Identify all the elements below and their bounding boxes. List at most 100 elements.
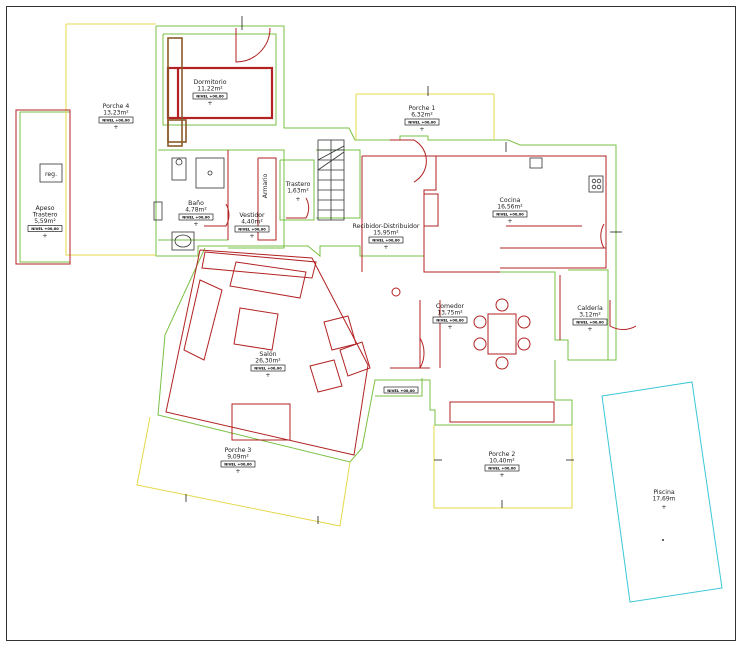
room-name-dormitorio: Dormitorio — [194, 79, 227, 86]
nivel-text-caldera: NIVEL +00,00 — [576, 321, 604, 325]
level-cross-recibidor: + — [383, 244, 388, 251]
room-area-porche4: 13,23m² — [103, 110, 129, 117]
room-name-apeo-1: Trastero — [32, 212, 58, 219]
nivel-text-apeo: NIVEL +00,00 — [31, 227, 59, 231]
doors — [204, 27, 637, 369]
level-cross-porche3: + — [235, 468, 240, 475]
room-name-recibidor: Recibidor-Distribuidor — [353, 223, 420, 230]
nivel-text-salon: NIVEL +00,00 — [254, 367, 282, 371]
room-porche4: Porche 413,23m² NIVEL +00,00+ — [98, 103, 134, 131]
level-cross-caldera: + — [587, 326, 592, 333]
room-porche2: Porche 210,40m² NIVEL +00,00+ — [484, 451, 520, 479]
nivel-tag-dormitorio — [192, 92, 228, 100]
nivel-text-recibidor: NIVEL +00,00 — [372, 239, 400, 243]
nivel-tag-comedor — [432, 316, 468, 324]
nivel-text-dormitorio: NIVEL +00,00 — [196, 95, 224, 99]
level-cross-bano: + — [193, 221, 198, 228]
nivel-tag-apeo — [27, 225, 63, 232]
pool — [601, 381, 723, 603]
room-name-trastero: Trastero — [285, 181, 311, 188]
nivel-tag-porche1 — [404, 118, 440, 126]
room-name-porche2: Porche 2 — [489, 451, 516, 458]
living-furniture — [183, 251, 371, 393]
room-area-comedor: 13,75m² — [437, 310, 463, 317]
room-area-caldera: 3,12m² — [579, 312, 601, 319]
level-cross-piscina: + — [661, 504, 666, 511]
nivel-text-porche1: NIVEL +00,00 — [408, 121, 436, 125]
interior-walls — [15, 109, 607, 456]
room-area-trastero: 1,63m² — [287, 188, 309, 195]
registro-label: reg. — [45, 171, 57, 178]
nivel-tag-bano — [178, 213, 214, 221]
level-cross-porche2: + — [499, 472, 504, 479]
room-name-comedor: Comedor — [436, 303, 465, 310]
room-name-cocina: Cocina — [500, 197, 521, 204]
nivel-text-comedor: NIVEL +00,00 — [436, 319, 464, 323]
room-area-porche3: 9,09m² — [227, 454, 249, 461]
bed — [166, 37, 274, 147]
entrance-nivel-tag: NIVEL +00,00 — [383, 386, 419, 394]
level-cross-porche1: + — [419, 126, 424, 133]
exterior-walls — [19, 25, 617, 463]
nivel-tag-caldera — [572, 318, 608, 326]
room-name-bano: Baño — [188, 200, 204, 207]
dining-table — [391, 287, 531, 370]
level-cross-comedor: + — [447, 324, 452, 331]
room-area-apeo: 5,59m² — [34, 218, 56, 225]
level-cross-salon: + — [265, 372, 270, 379]
armario-label: Armario — [262, 174, 269, 199]
room-name-vestidor: Vestidor — [239, 212, 265, 219]
level-cross-vestidor: + — [249, 233, 254, 240]
room-area-salon: 26,30m² — [255, 358, 281, 365]
room-area-porche2: 10,40m² — [489, 458, 515, 465]
nivel-tag-porche2 — [484, 464, 520, 472]
room-area-recibidor: 15,95m² — [373, 230, 399, 237]
nivel-tag-vestidor — [234, 225, 270, 233]
nivel-text-cocina: NIVEL +00,00 — [496, 213, 524, 217]
kitchen-fixtures — [529, 157, 604, 193]
nivel-text-vestidor: NIVEL +00,00 — [238, 228, 266, 232]
room-area-cocina: 16,56m² — [497, 204, 523, 211]
room-area-dormitorio: 11,22m² — [197, 86, 223, 93]
nivel-tag-porche3 — [220, 460, 256, 468]
level-cross-apeo: + — [42, 233, 47, 240]
nivel-text-porche2: NIVEL +00,00 — [488, 467, 516, 471]
room-area-vestidor: 4,40m² — [241, 219, 263, 226]
room-area-bano: 4,78m² — [185, 207, 207, 214]
nivel-text-bano: NIVEL +00,00 — [182, 216, 210, 220]
nivel-tag-salon — [250, 364, 286, 372]
room-area-piscina: 17,69m — [652, 496, 675, 503]
registro-box — [39, 163, 63, 183]
drawing-frame — [6, 6, 736, 641]
level-cross-porche4: + — [113, 124, 118, 131]
porch-edges — [65, 23, 573, 527]
svg-text:NIVEL +00,00: NIVEL +00,00 — [387, 389, 415, 393]
nivel-tag-recibidor — [368, 236, 404, 244]
level-cross-trastero: + — [295, 196, 300, 203]
room-name-caldera: Caldería — [577, 304, 603, 312]
room-name-porche4: Porche 4 — [103, 103, 130, 110]
room-area-porche1: 6,32m² — [411, 112, 433, 119]
stairs — [317, 139, 345, 221]
room-name-apeo-0: Apeso — [36, 205, 55, 212]
nivel-tag-cocina — [492, 210, 528, 218]
room-name-porche3: Porche 3 — [225, 447, 252, 454]
nivel-text-porche4: NIVEL +00,00 — [102, 119, 130, 123]
bathroom-fixtures — [153, 157, 225, 251]
level-markers — [185, 16, 622, 524]
nivel-tag-porche4 — [98, 116, 134, 124]
